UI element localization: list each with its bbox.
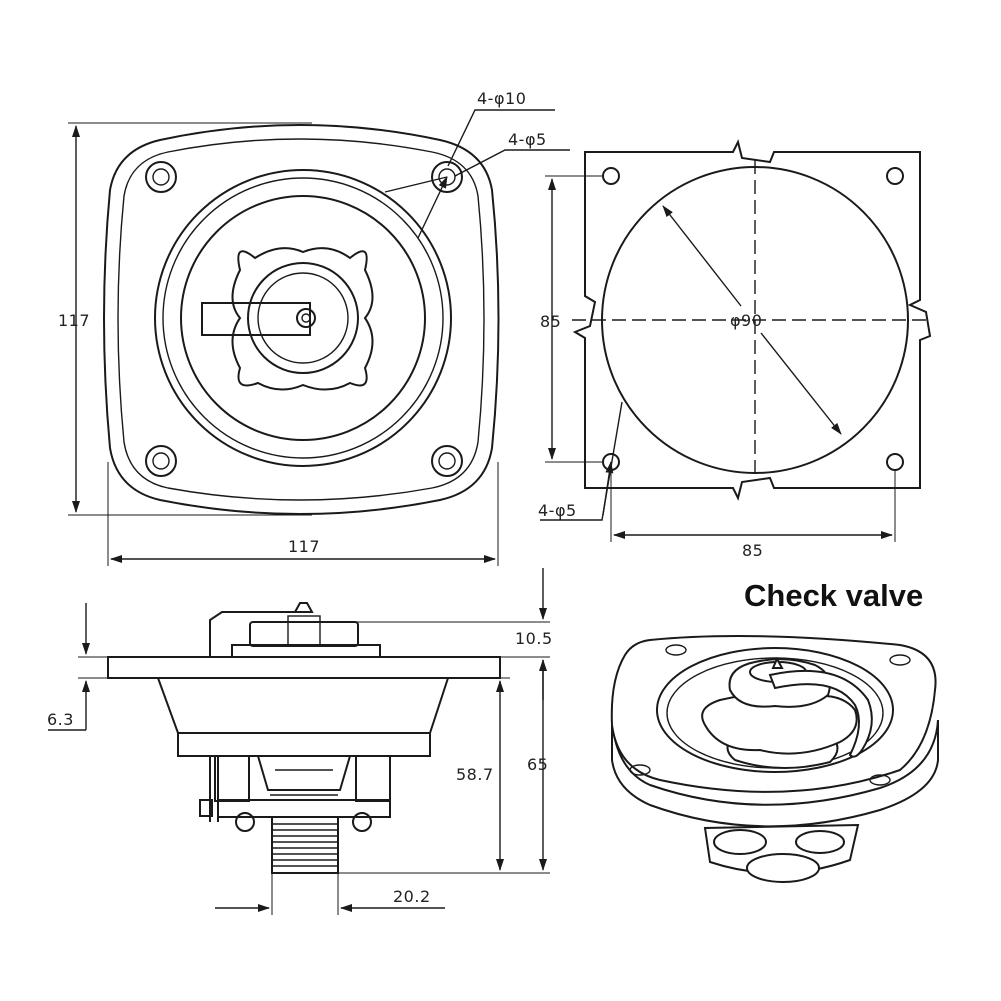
thread-lines (272, 823, 338, 867)
callout-leader-small-holes (454, 149, 570, 177)
front-flange-inner-outline (117, 138, 485, 501)
side-flange (107, 656, 501, 679)
front-flange-outline (103, 124, 500, 515)
large-hole-callout: 4-φ10 (477, 89, 526, 108)
cutout-diameter-label: φ90 (730, 311, 762, 330)
side-thread-label: 20.2 (393, 887, 431, 906)
cutout-view: 85 85 φ90 4-φ5 (538, 139, 932, 560)
threaded-stem (271, 816, 339, 874)
isometric-view (610, 635, 939, 883)
front-outer-ring-inner (162, 177, 444, 459)
front-knob (201, 247, 374, 391)
side-flange-label: 6.3 (47, 710, 74, 729)
cutout-holes (602, 167, 904, 471)
cutout-height-label: 85 (540, 312, 561, 331)
front-view: 117 117 4-φ10 4-φ5 (58, 89, 570, 566)
front-height-label: 117 (58, 311, 90, 330)
front-outer-ring (154, 169, 452, 467)
side-view: 10.5 6.3 58.7 65 20.2 (47, 568, 553, 915)
cutout-square-outline (572, 139, 932, 501)
cutout-hole-callout: 4-φ5 (538, 501, 577, 520)
front-corner-holes (145, 161, 463, 477)
cutout-width-label: 85 (742, 541, 763, 560)
small-hole-callout: 4-φ5 (508, 130, 547, 149)
front-inner-ring (180, 195, 426, 441)
front-width-label: 117 (288, 537, 320, 556)
callout-leader-large-holes (447, 109, 555, 167)
side-overall-label: 65 (527, 755, 548, 774)
side-body-label: 58.7 (456, 765, 494, 784)
diagram-title: Check valve (744, 578, 923, 613)
side-top-label: 10.5 (515, 629, 553, 648)
